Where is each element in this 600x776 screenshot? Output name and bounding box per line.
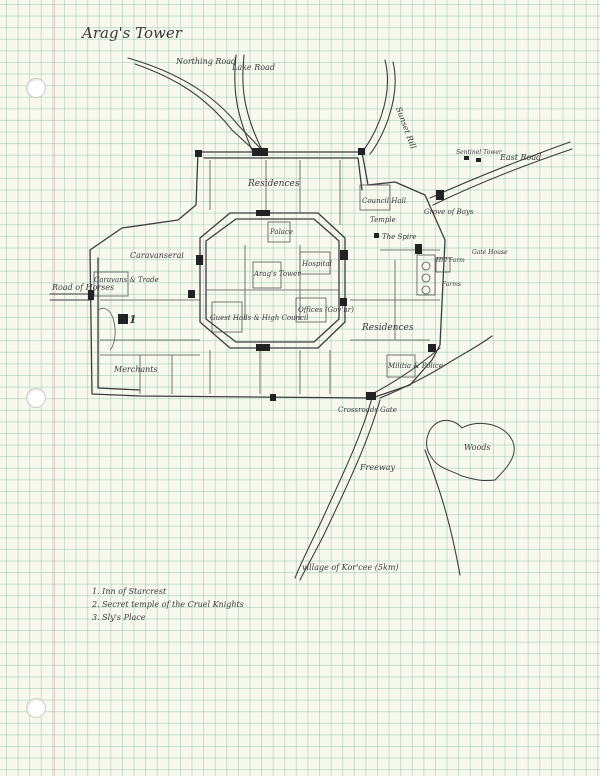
streets xyxy=(93,160,451,394)
label-sentinel: Sentinel Tower xyxy=(456,149,503,156)
road-label-freeway: Freeway xyxy=(359,463,395,472)
legend: 1. Inn of Starcrest 2. Secret temple of … xyxy=(91,587,244,622)
inner-wall xyxy=(199,212,346,349)
label-caravans: Caravans & Trade xyxy=(94,276,159,284)
legend-item: 3. Sly's Place xyxy=(92,613,146,622)
label-council-hall: Council Hall xyxy=(362,197,406,205)
label-temple: Temple xyxy=(370,216,396,224)
label-guest-halls: Guest Halls & High Council xyxy=(210,314,308,322)
map-title: Arag's Tower xyxy=(80,24,183,42)
district-merchants: Merchants xyxy=(113,365,158,374)
label-hill-farm: Hill Farm xyxy=(435,257,465,264)
label-palace: Palace xyxy=(269,228,293,236)
binder-hole xyxy=(26,388,46,408)
label-hospital: Hospital xyxy=(301,260,332,268)
district-residences-east: Residences xyxy=(361,323,414,333)
label-gatehouse: Gate House xyxy=(472,249,508,256)
label-spire: The Spire xyxy=(382,233,417,241)
margin-line xyxy=(54,0,55,776)
district-residences-north: Residences xyxy=(247,179,300,189)
label-crossroads: Crossroads Gate xyxy=(338,406,397,414)
label-militia: Militia & Police xyxy=(387,362,443,370)
road-label-horses: Road of Horses xyxy=(51,283,114,292)
legend-item: 1. Inn of Starcrest xyxy=(92,587,167,596)
label-tower: Arag's Tower xyxy=(253,270,301,278)
gates xyxy=(88,148,481,401)
woods-outline xyxy=(426,419,515,481)
road-label-lake: Lake Road xyxy=(231,63,275,72)
road-label-village: village of Kor'cee (5km) xyxy=(302,563,399,572)
road-label-northern: Northing Road xyxy=(175,57,236,66)
marker-1: 1 xyxy=(129,313,137,326)
road-label-east: East Road xyxy=(499,153,541,162)
district-woods: Woods xyxy=(464,443,491,452)
legend-item: 2. Secret temple of the Cruel Knights xyxy=(91,600,244,609)
label-offices: Offices (Gov'nr) xyxy=(298,306,354,314)
binder-hole xyxy=(26,78,46,98)
road-label-sunset: Sunset Rill xyxy=(394,106,418,151)
outer-wall xyxy=(89,151,446,399)
roads xyxy=(49,54,573,581)
district-caravanserai: Caravanserai xyxy=(130,251,184,260)
label-farms: Farms xyxy=(441,281,461,288)
binder-hole xyxy=(26,698,46,718)
label-grove: Grove of Boys xyxy=(424,208,474,216)
